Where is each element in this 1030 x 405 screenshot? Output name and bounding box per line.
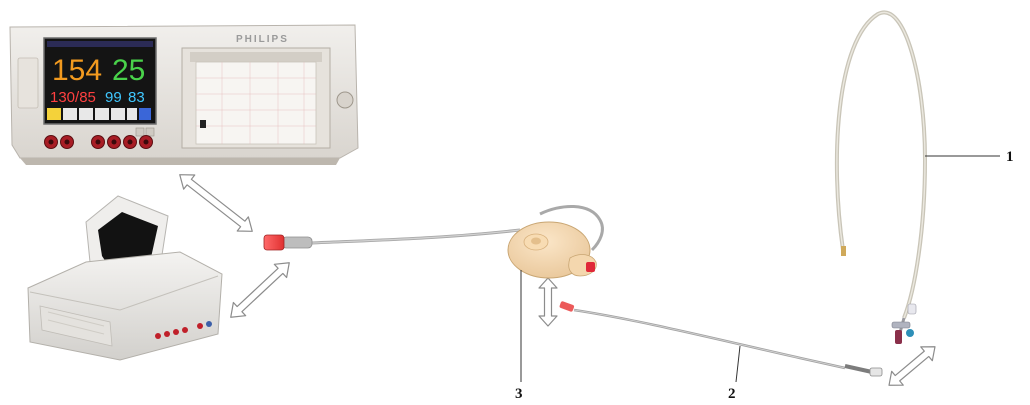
interface-cable (559, 301, 882, 376)
heart-rate-value: 154 (52, 54, 102, 87)
callout-3: 3 (515, 270, 523, 402)
callout-1: 1 (925, 149, 1014, 165)
callout-label-3: 3 (515, 386, 523, 402)
blood-pressure-value: 130/85 (50, 89, 96, 106)
pulse-value: 83 (128, 89, 145, 106)
fetal-monitor: 154 25 130/85 99 83 (10, 25, 358, 165)
callout-2: 2 (728, 346, 740, 402)
intrauterine-catheter (837, 12, 925, 344)
pressure-transducer (508, 222, 596, 278)
double-arrow-base-connector (225, 256, 296, 324)
callout-label-2: 2 (728, 386, 736, 402)
double-arrow-cable-catheter (883, 340, 941, 392)
toco-value: 25 (112, 54, 145, 87)
double-arrow-monitor-connector (174, 168, 258, 239)
spo2-value: 99 (105, 89, 122, 106)
paper-recorder (182, 48, 330, 148)
double-arrow-transducer-cable (539, 278, 557, 326)
monitor-knob (337, 92, 353, 108)
callout-label-1: 1 (1006, 149, 1014, 165)
base-station (28, 196, 222, 360)
monitor-brand: PHILIPS (236, 34, 289, 45)
monitor-screen: 154 25 130/85 99 83 (44, 38, 156, 124)
